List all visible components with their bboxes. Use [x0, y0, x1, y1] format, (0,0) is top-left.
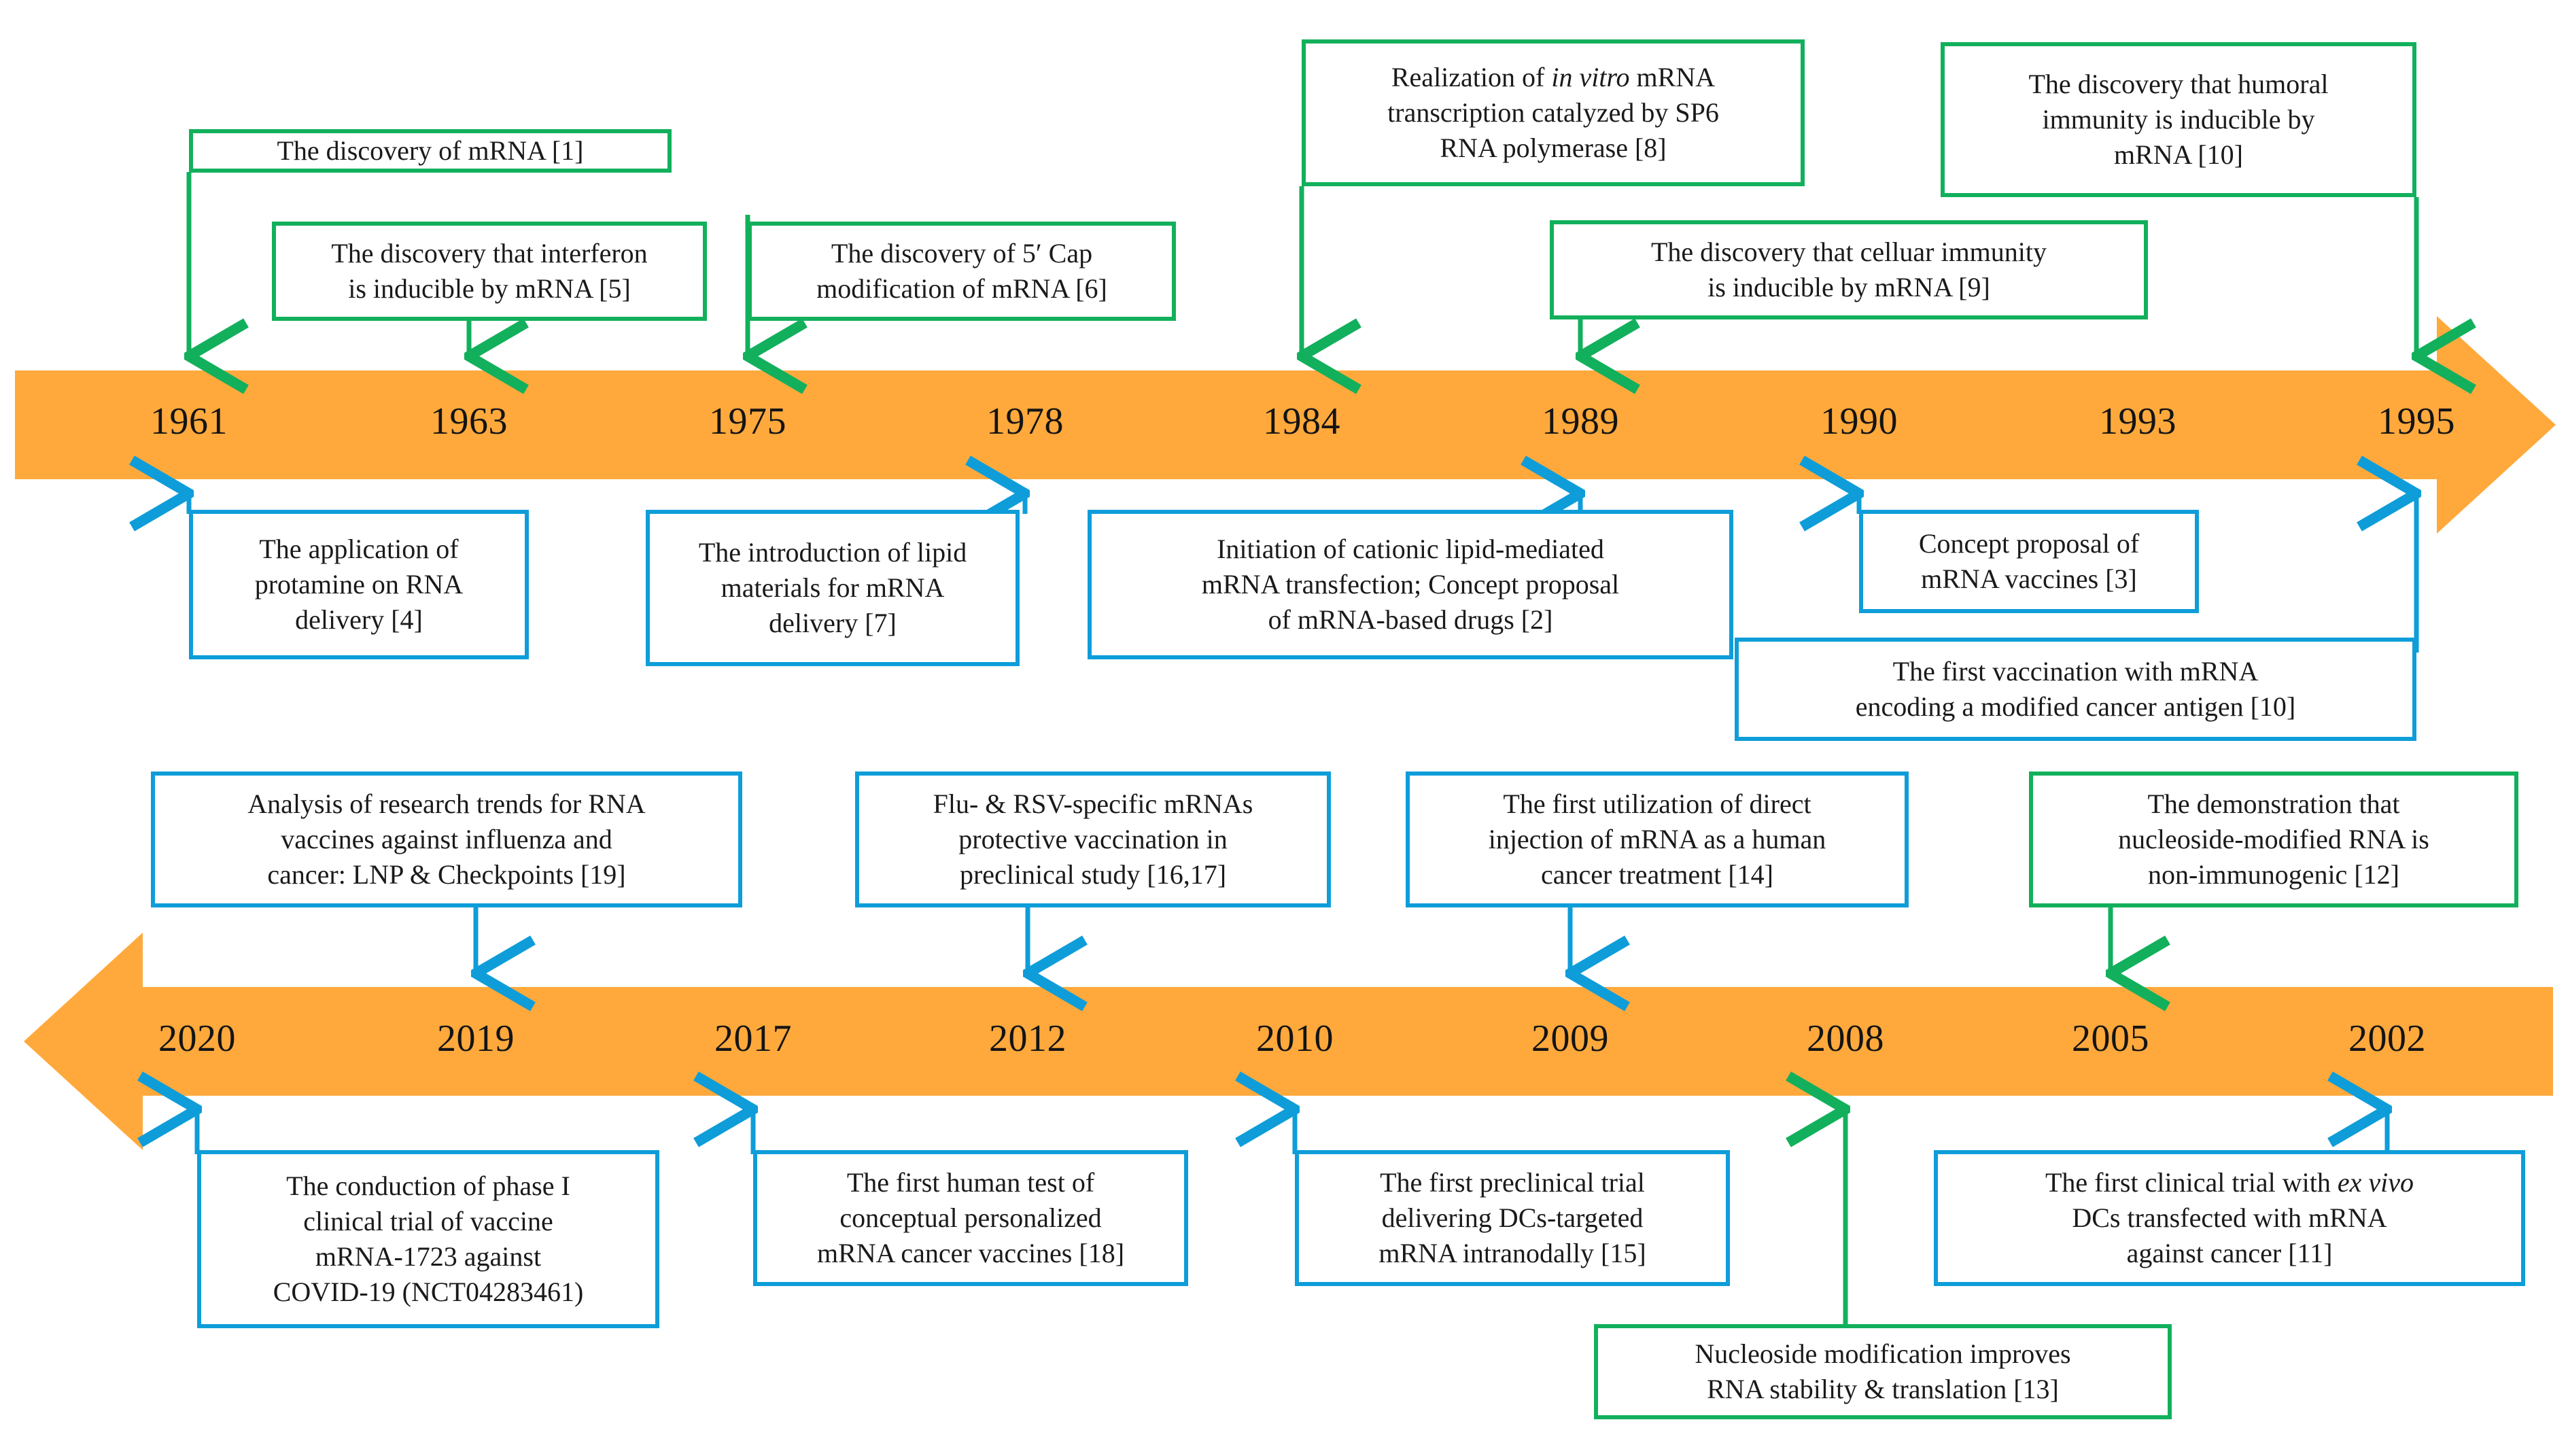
event-text: Concept proposal of mRNA vaccines [3] — [1918, 528, 2140, 594]
event-text: Flu- & RSV-specific mRNAs protective vac… — [933, 788, 1253, 890]
event-box-1961-below[interactable]: The application of protamine on RNA deli… — [189, 510, 529, 659]
year-label-1975: 1975 — [709, 400, 786, 443]
year-label-2017: 2017 — [714, 1018, 792, 1060]
event-text: Nucleoside modification improves RNA sta… — [1695, 1338, 2071, 1404]
event-text: The discovery that interferon is inducib… — [331, 238, 648, 304]
year-label-1963: 1963 — [430, 400, 508, 443]
event-text: The demonstration that nucleoside-modifi… — [2118, 788, 2429, 890]
timeline-bar-2 — [24, 933, 2553, 1150]
event-text: The discovery of 5′ Cap modification of … — [816, 238, 1107, 304]
year-label-2020: 2020 — [158, 1018, 236, 1060]
year-label-1990: 1990 — [1820, 400, 1898, 443]
event-text: The discovery that humoral immunity is i… — [2028, 69, 2329, 170]
year-label-2012: 2012 — [989, 1018, 1066, 1060]
event-text: The discovery that celluar immunity is i… — [1650, 237, 2047, 302]
year-label-2008: 2008 — [1807, 1018, 1884, 1060]
event-box-2012-above[interactable]: Flu- & RSV-specific mRNAs protective vac… — [855, 772, 1331, 907]
event-box-1990-below[interactable]: Concept proposal of mRNA vaccines [3] — [1859, 510, 2199, 613]
event-box-1995-below[interactable]: The first vaccination with mRNA encoding… — [1735, 638, 2416, 741]
event-text: Analysis of research trends for RNA vacc… — [247, 788, 646, 890]
year-label-1989: 1989 — [1542, 400, 1619, 443]
event-text: The first vaccination with mRNA encoding… — [1855, 656, 2296, 722]
event-text: The conduction of phase I clinical trial… — [273, 1171, 584, 1307]
event-box-2010-below[interactable]: The first preclinical trial delivering D… — [1295, 1150, 1730, 1286]
year-label-2009: 2009 — [1531, 1018, 1609, 1060]
event-box-2008-below[interactable]: Nucleoside modification improves RNA sta… — [1594, 1324, 2172, 1419]
event-text: The first preclinical trial delivering D… — [1378, 1167, 1646, 1268]
event-box-1963-above[interactable]: The discovery that interferon is inducib… — [272, 222, 707, 321]
event-text: The first utilization of direct injectio… — [1488, 788, 1826, 890]
event-box-1984-above[interactable]: Realization of in vitro mRNA transcripti… — [1302, 39, 1805, 186]
event-box-1978-below[interactable]: The introduction of lipid materials for … — [646, 510, 1020, 666]
year-label-2019: 2019 — [437, 1018, 515, 1060]
event-text: Initiation of cationic lipid-mediated mR… — [1201, 534, 1620, 635]
event-box-2009-above[interactable]: The first utilization of direct injectio… — [1406, 772, 1909, 907]
connectors-timeline2-above — [476, 906, 2111, 973]
event-box-1961-above[interactable]: The discovery of mRNA [1] — [189, 129, 672, 173]
event-box-1989-below[interactable]: Initiation of cationic lipid-mediated mR… — [1088, 510, 1733, 659]
year-label-1984: 1984 — [1263, 400, 1340, 443]
event-box-1989-above[interactable]: The discovery that celluar immunity is i… — [1550, 220, 2148, 319]
event-text: The application of protamine on RNA deli… — [254, 534, 464, 635]
year-label-1995: 1995 — [2378, 400, 2455, 443]
year-label-1978: 1978 — [986, 400, 1064, 443]
year-label-1993: 1993 — [2099, 400, 2176, 443]
event-text: The discovery of mRNA [1] — [277, 135, 584, 166]
event-box-2020-below[interactable]: The conduction of phase I clinical trial… — [197, 1150, 659, 1328]
year-label-2005: 2005 — [2072, 1018, 2149, 1060]
year-label-2010: 2010 — [1256, 1018, 1334, 1060]
event-box-2019-above[interactable]: Analysis of research trends for RNA vacc… — [151, 772, 742, 907]
event-text: The introduction of lipid materials for … — [698, 537, 967, 638]
event-box-2017-below[interactable]: The first human test of conceptual perso… — [753, 1150, 1188, 1286]
timeline-bar-1 — [15, 316, 2556, 534]
event-text: The first clinical trial with ex vivo DC… — [2045, 1167, 2414, 1268]
event-text: The first human test of conceptual perso… — [816, 1167, 1125, 1268]
event-box-2002-below[interactable]: The first clinical trial with ex vivo DC… — [1934, 1150, 2525, 1286]
year-label-1961: 1961 — [150, 400, 228, 443]
event-box-1995-above[interactable]: The discovery that humoral immunity is i… — [1941, 42, 2416, 197]
event-text: Realization of in vitro mRNA transcripti… — [1387, 62, 1719, 163]
event-box-1975-above[interactable]: The discovery of 5′ Cap modification of … — [748, 222, 1176, 321]
event-box-2005-above[interactable]: The demonstration that nucleoside-modifi… — [2029, 772, 2518, 907]
connectors-timeline2-below — [197, 1109, 2387, 1327]
year-label-2002: 2002 — [2348, 1018, 2426, 1060]
